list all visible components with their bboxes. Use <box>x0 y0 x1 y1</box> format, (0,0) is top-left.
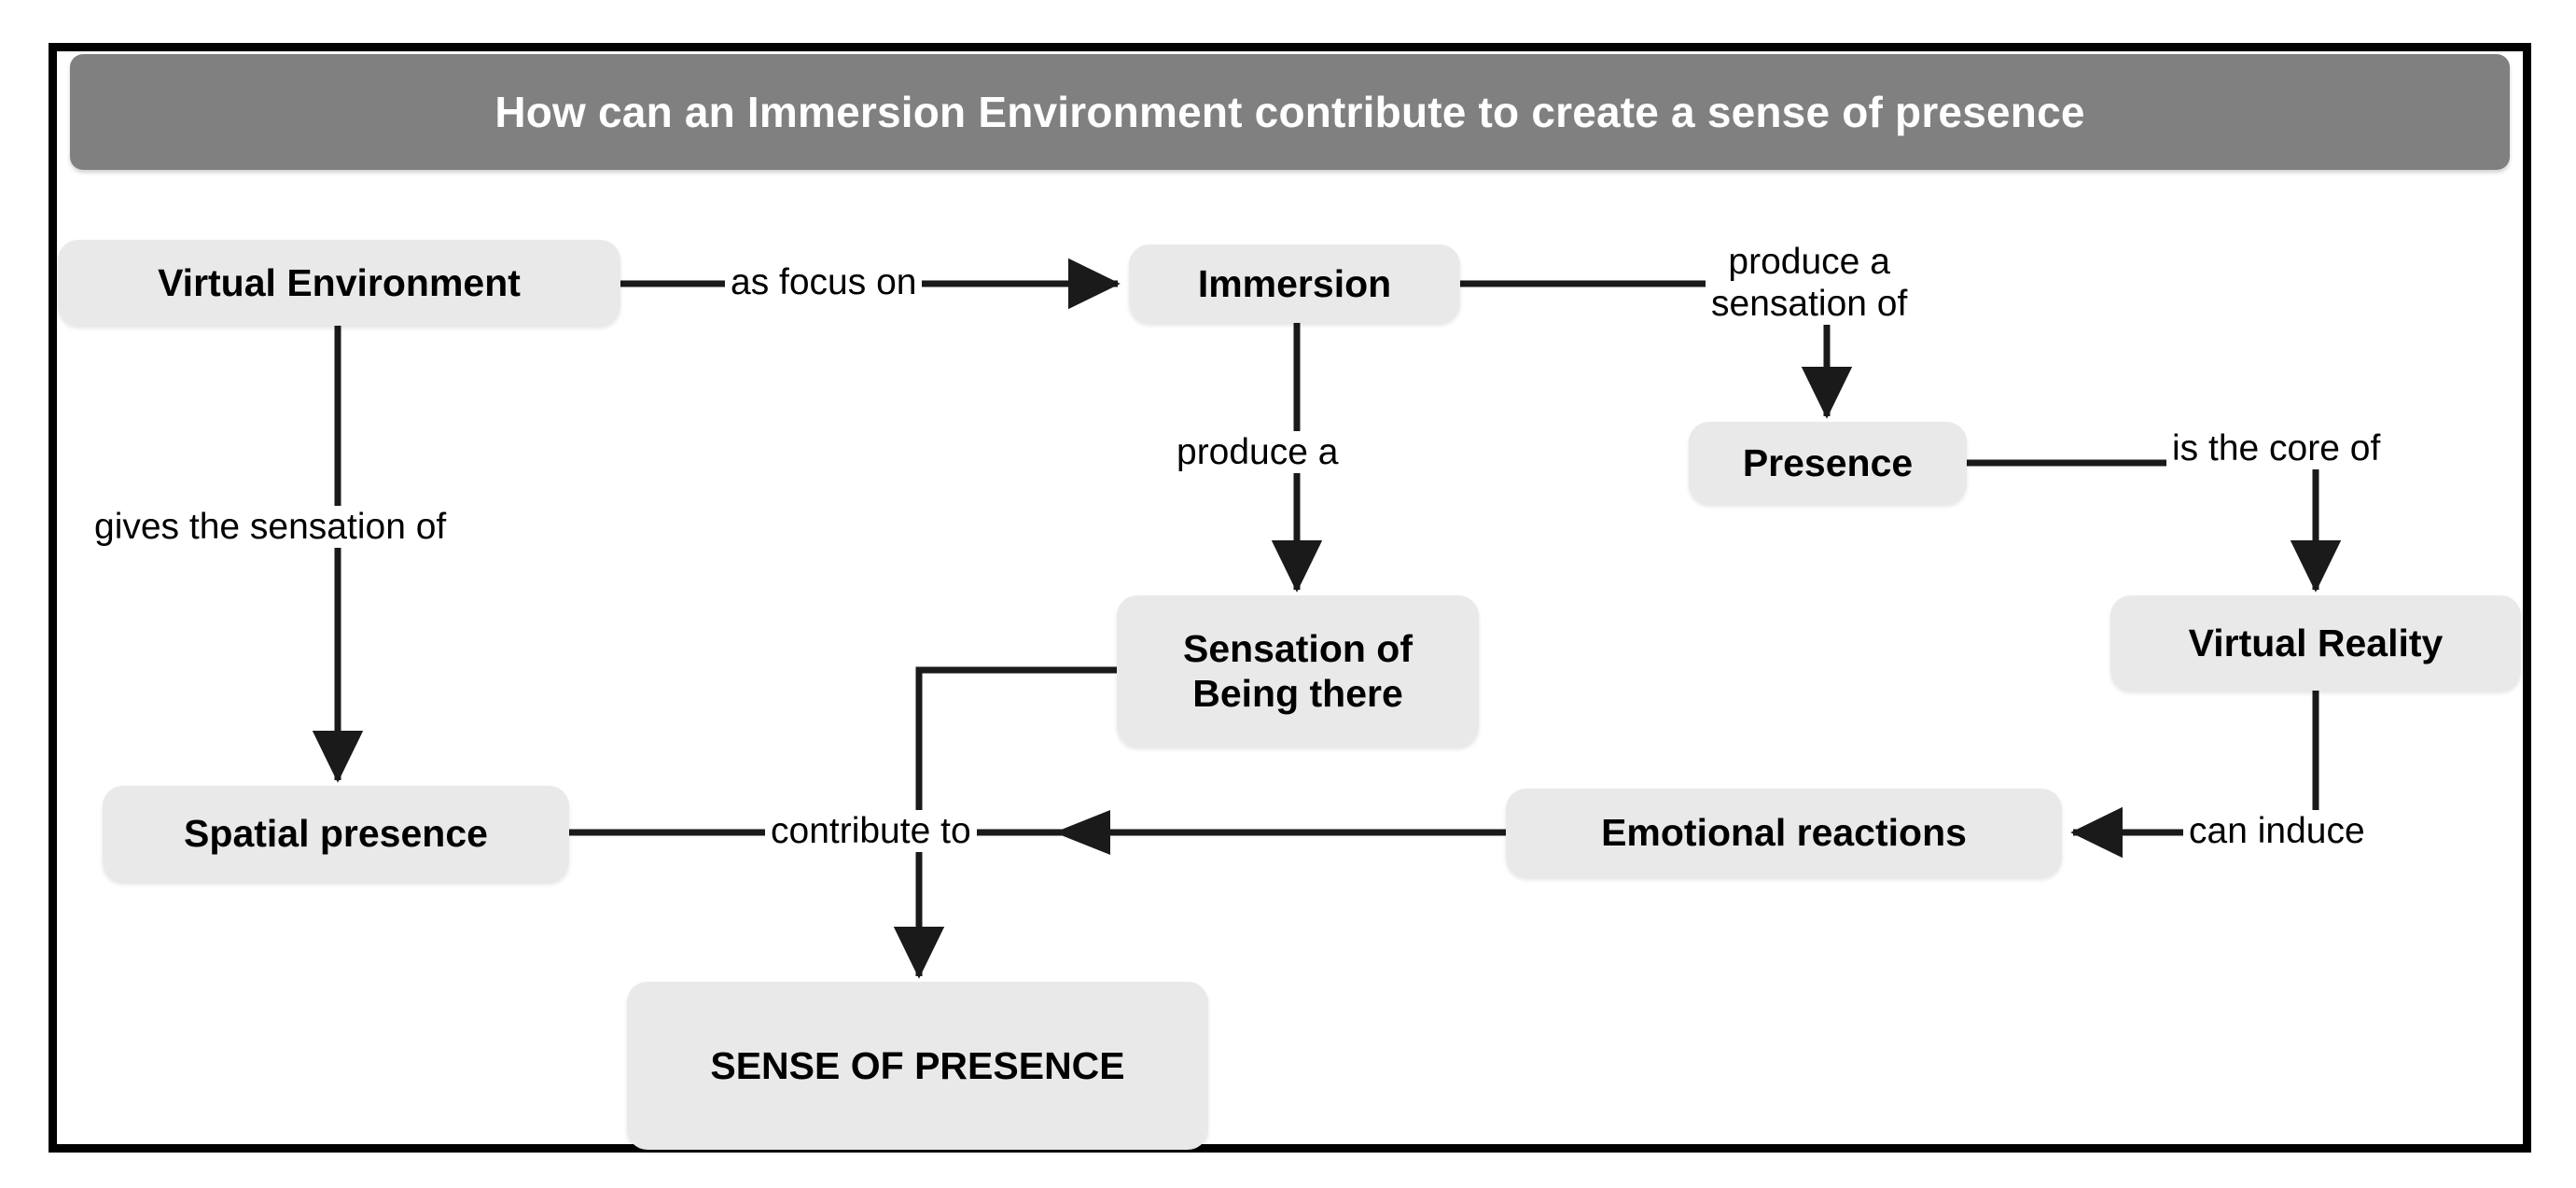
node-virtual-reality[interactable]: Virtual Reality <box>2110 595 2521 691</box>
node-label-sensation-being-there: Sensation of Being there <box>1182 626 1413 715</box>
edge-label-as-focus-on: as focus on <box>725 261 923 304</box>
node-sensation-being-there[interactable]: Sensation of Being there <box>1117 595 1479 747</box>
node-presence[interactable]: Presence <box>1689 422 1967 504</box>
node-label-virtual-reality: Virtual Reality <box>2188 621 2444 664</box>
node-label-virtual-environment: Virtual Environment <box>158 260 521 304</box>
edge-label-contribute-to: contribute to <box>765 810 977 853</box>
edge-label-can-induce: can induce <box>2183 810 2371 853</box>
page-title: How can an Immersion Environment contrib… <box>494 88 2085 136</box>
node-virtual-environment[interactable]: Virtual Environment <box>58 240 620 326</box>
node-label-presence: Presence <box>1742 440 1914 484</box>
diagram-title-banner: How can an Immersion Environment contrib… <box>70 54 2510 170</box>
node-spatial-presence[interactable]: Spatial presence <box>103 786 569 882</box>
node-label-spatial-presence: Spatial presence <box>184 812 488 856</box>
node-emotional-reactions[interactable]: Emotional reactions <box>1506 789 2062 877</box>
edge-label-is-the-core-of: is the core of <box>2166 427 2387 470</box>
edge-label-gives-the-sensation-of: gives the sensation of <box>89 506 453 549</box>
node-label-emotional-reactions: Emotional reactions <box>1601 811 1967 855</box>
node-label-sense-of-presence: SENSE OF PRESENCE <box>710 1043 1125 1087</box>
edge-label-produce-a-sensation-of: produce a sensation of <box>1706 241 1914 326</box>
node-sense-of-presence[interactable]: SENSE OF PRESENCE <box>627 982 1208 1150</box>
edge-label-produce-a: produce a <box>1171 431 1344 474</box>
node-immersion[interactable]: Immersion <box>1129 245 1460 323</box>
node-label-immersion: Immersion <box>1197 261 1392 305</box>
